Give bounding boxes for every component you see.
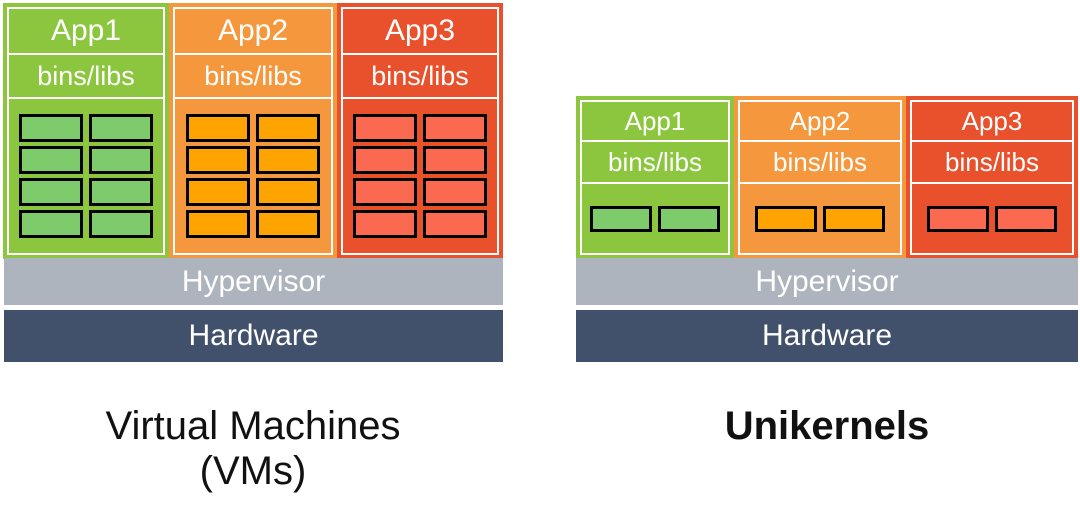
vm-app1-binslibs: bins/libs xyxy=(7,55,165,99)
resource-cell xyxy=(89,178,153,206)
resource-cell xyxy=(256,146,320,174)
resource-cell xyxy=(353,210,417,238)
resource-cell xyxy=(256,210,320,238)
resource-cell xyxy=(995,205,1057,232)
vm-app2-binslibs: bins/libs xyxy=(173,55,333,99)
resource-cell xyxy=(19,114,83,142)
resource-cell xyxy=(423,210,487,238)
uk-hardware-bar: Hardware xyxy=(576,310,1078,362)
vm-hardware-bar: Hardware xyxy=(4,310,503,362)
resource-cell xyxy=(89,114,153,142)
uk-caption-label: Unikernels xyxy=(724,404,930,448)
resource-cell xyxy=(423,178,487,206)
vm-app2-resource-grid xyxy=(173,99,333,255)
resource-cell xyxy=(823,205,885,232)
vm-app3-resource-grid xyxy=(341,99,499,255)
virtual-machines-stack: App1 bins/libs App2 bins/libs App3 bins/… xyxy=(3,3,503,259)
resource-cell xyxy=(590,205,652,232)
uk-app-column-1[interactable]: App1 bins/libs xyxy=(576,96,734,259)
uk-app-column-2[interactable]: App2 bins/libs xyxy=(734,96,906,259)
resource-cell xyxy=(89,146,153,174)
vm-app1-resource-grid xyxy=(7,99,165,255)
uk-app2-resource-grid xyxy=(738,184,902,255)
resource-cell xyxy=(19,210,83,238)
vm-app-column-2[interactable]: App2 bins/libs xyxy=(169,3,337,259)
vm-app2-title: App2 xyxy=(173,7,333,55)
resource-cell xyxy=(755,205,817,232)
resource-cell xyxy=(186,178,250,206)
resource-cell xyxy=(186,210,250,238)
vm-app-column-1[interactable]: App1 bins/libs xyxy=(3,3,169,259)
resource-cell xyxy=(353,114,417,142)
resource-cell xyxy=(927,205,989,232)
resource-cell xyxy=(423,114,487,142)
uk-app3-title: App3 xyxy=(910,100,1074,142)
vm-app1-title: App1 xyxy=(7,7,165,55)
uk-app-columns: App1 bins/libs App2 bins/libs App3 bins/… xyxy=(576,96,1078,259)
vm-caption-label: Virtual Machines (VMs) xyxy=(105,404,401,493)
resource-cell xyxy=(353,146,417,174)
uk-app1-binslibs: bins/libs xyxy=(580,142,730,184)
resource-cell xyxy=(256,114,320,142)
uk-hypervisor-bar: Hypervisor xyxy=(576,258,1078,305)
uk-app1-title: App1 xyxy=(580,100,730,142)
resource-cell xyxy=(19,146,83,174)
uk-app1-resource-grid xyxy=(580,184,730,255)
unikernels-stack: App1 bins/libs App2 bins/libs App3 bins/… xyxy=(576,96,1078,259)
resource-cell xyxy=(186,146,250,174)
resource-cell xyxy=(89,210,153,238)
vm-hypervisor-bar: Hypervisor xyxy=(4,258,503,305)
uk-app-column-3[interactable]: App3 bins/libs xyxy=(906,96,1078,259)
resource-cell xyxy=(19,178,83,206)
vm-app3-binslibs: bins/libs xyxy=(341,55,499,99)
uk-app2-title: App2 xyxy=(738,100,902,142)
resource-cell xyxy=(353,178,417,206)
uk-app3-binslibs: bins/libs xyxy=(910,142,1074,184)
vm-app-column-3[interactable]: App3 bins/libs xyxy=(337,3,503,259)
resource-cell xyxy=(423,146,487,174)
uk-app2-binslibs: bins/libs xyxy=(738,142,902,184)
vm-app3-title: App3 xyxy=(341,7,499,55)
uk-app3-resource-grid xyxy=(910,184,1074,255)
vm-app-columns: App1 bins/libs App2 bins/libs App3 bins/… xyxy=(3,3,503,259)
resource-cell xyxy=(658,205,720,232)
resource-cell xyxy=(186,114,250,142)
resource-cell xyxy=(256,178,320,206)
